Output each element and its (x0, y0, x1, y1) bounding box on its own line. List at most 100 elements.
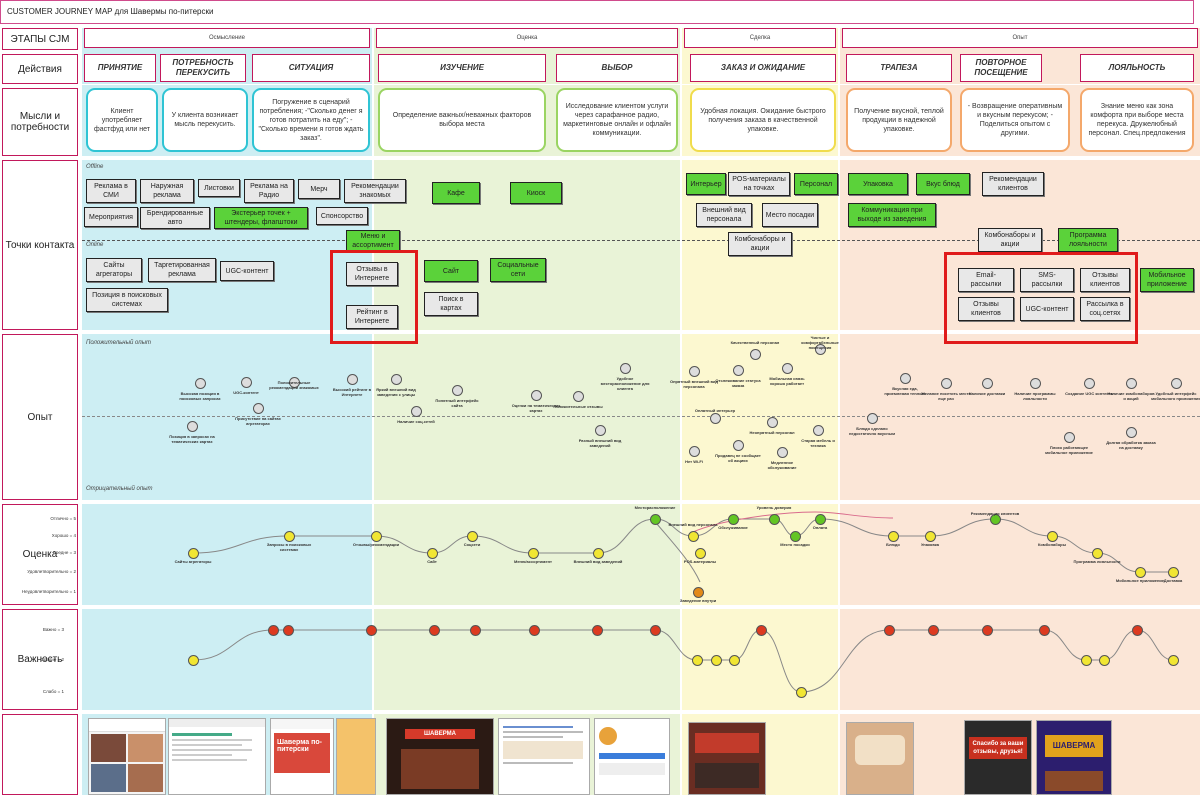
row-label-rating: Оценка (2, 504, 78, 605)
negative-experience-label: Отрицательный опыт (86, 486, 153, 492)
importance-point (884, 625, 895, 636)
importance-point (711, 655, 722, 666)
screen-thumbnail (498, 718, 590, 795)
rating-point (528, 548, 539, 559)
experience-point (531, 390, 542, 401)
row-divider (82, 710, 1200, 714)
stage-experience: Опыт (842, 28, 1198, 48)
row-divider (82, 330, 1200, 334)
storefront-sign: ШАВЕРМА (405, 729, 475, 739)
rating-point (790, 531, 801, 542)
rating-point-label: Обслуживание (718, 525, 748, 530)
experience-point-label: Качественный персонал (730, 340, 780, 345)
action-acceptance: ПРИНЯТИЕ (84, 54, 156, 82)
experience-point (941, 378, 952, 389)
experience-point-label: Продавец не сообщает об акциях (715, 453, 761, 463)
screen-thumbnail (846, 722, 914, 795)
touchpoint-chip: Комбонаборы и акции (978, 228, 1042, 252)
rating-scale-label: Хорошо = 4 (51, 533, 76, 538)
experience-point-label: Высокая позиция в поисковых запросах (179, 391, 221, 401)
row-label-thoughts: Мысли и потребности (2, 88, 78, 156)
experience-point-label: Плохо работающее мобильное приложение (1045, 445, 1093, 455)
experience-point (595, 425, 606, 436)
action-loyalty: ЛОЯЛЬНОСТЬ (1080, 54, 1194, 82)
touchpoint-chip: Сайт (424, 260, 478, 282)
experience-point-label: Присутствие на сайтах агрегаторах (235, 416, 281, 426)
touchpoint-chip: Наружная реклама (140, 179, 194, 203)
rating-scale-label: Неудовлетворительно = 1 (21, 589, 76, 594)
screen-thumbnail: ШАВЕРМА (1036, 720, 1112, 795)
experience-point (573, 391, 584, 402)
experience-point (1126, 427, 1137, 438)
experience-point (982, 378, 993, 389)
experience-point (813, 425, 824, 436)
experience-point-label: Наличие доставки (968, 391, 1006, 396)
experience-point-label: Разный внешний вид заведений (578, 438, 622, 448)
experience-point (195, 378, 206, 389)
experience-point-label: Наличие комбонаборов и акций (1107, 391, 1155, 401)
action-situation: СИТУАЦИЯ (252, 54, 370, 82)
rating-point-label: Соцсети (463, 542, 481, 547)
rating-point (1047, 531, 1058, 542)
screen-thumbnail: Спасибо за ваши отзывы, друзья! (964, 720, 1032, 795)
touchpoint-chip: Социальные сети (490, 258, 546, 282)
touchpoint-chip: Реклама на Радио (244, 179, 294, 203)
experience-point-label: Вкусная еда, приемлемая теплота (884, 386, 926, 396)
experience-point (187, 421, 198, 432)
action-choice: ВЫБОР (556, 54, 678, 82)
screen-thumbnail (336, 718, 376, 795)
screen-thumbnail (594, 718, 670, 795)
experience-point (733, 440, 744, 451)
touchpoint-chip: Экстерьер точек + штендеры, флагштоки (214, 207, 308, 229)
row-divider (82, 84, 1200, 85)
highlight-frame (944, 252, 1138, 344)
experience-point-label: Мобильная связь хорошо работает (769, 376, 805, 386)
action-order-wait: ЗАКАЗ И ОЖИДАНИЕ (690, 54, 836, 82)
row-label-importance: Важность (2, 609, 78, 710)
importance-point (1039, 625, 1050, 636)
screen-thumbnail (88, 718, 166, 795)
rating-point (693, 587, 704, 598)
rating-point (427, 548, 438, 559)
rating-point (650, 514, 661, 525)
experience-point-label: Создание UGC контента (1065, 391, 1113, 396)
touchpoint-chip: Внешний вид персонала (696, 203, 752, 227)
touchpoint-chip: Киоск (510, 182, 562, 204)
importance-scale-label: Слабо = 1 (42, 689, 64, 694)
experience-point-label: Отслеживание статуса заказа (715, 378, 761, 388)
online-label: Online (86, 242, 104, 248)
experience-point (750, 349, 761, 360)
row-divider (82, 156, 1200, 160)
highlight-frame (330, 250, 418, 344)
rating-point-label: Оплата (812, 525, 828, 530)
row-divider (82, 605, 1200, 609)
experience-point (815, 344, 826, 355)
experience-point (782, 363, 793, 374)
rating-scale-label: Отлично = 5 (50, 516, 76, 521)
rating-point (990, 514, 1001, 525)
experience-point (710, 413, 721, 424)
importance-point (1081, 655, 1092, 666)
screen-thumbnail (688, 722, 766, 795)
touchpoint-chip: Рекомендации клиентов (982, 172, 1044, 196)
screen-thumbnail: ШАВЕРМА (386, 718, 494, 795)
rating-point-label: Мобильное приложение (1115, 578, 1165, 583)
rating-point-label: Упаковка (920, 542, 940, 547)
screen-thumbnail: Шаверма по-питерски (270, 718, 334, 795)
rating-point-label: Сайты агрегаторы (174, 559, 212, 564)
touchpoint-chip: Мероприятия (84, 207, 138, 227)
touchpoint-chip: Персонал (794, 173, 838, 195)
rating-point (1092, 548, 1103, 559)
rating-point (371, 531, 382, 542)
rating-point-label: Программа лояльности (1073, 559, 1121, 564)
rating-point-label: Запросы в поисковых системах (266, 542, 312, 552)
importance-point (650, 625, 661, 636)
experience-point (411, 406, 422, 417)
touchpoint-chip: Таргетированная реклама (148, 258, 216, 282)
experience-point-label: Неопрятный персонал (749, 430, 795, 435)
action-repeat-visit: ПОВТОРНОЕ ПОСЕЩЕНИЕ (960, 54, 1042, 82)
rating-point (593, 548, 604, 559)
touchpoint-chip: Позиция в поисковых системах (86, 288, 168, 312)
rating-scale-label: Средне = 3 (52, 550, 76, 555)
action-meal: ТРАПЕЗА (846, 54, 952, 82)
